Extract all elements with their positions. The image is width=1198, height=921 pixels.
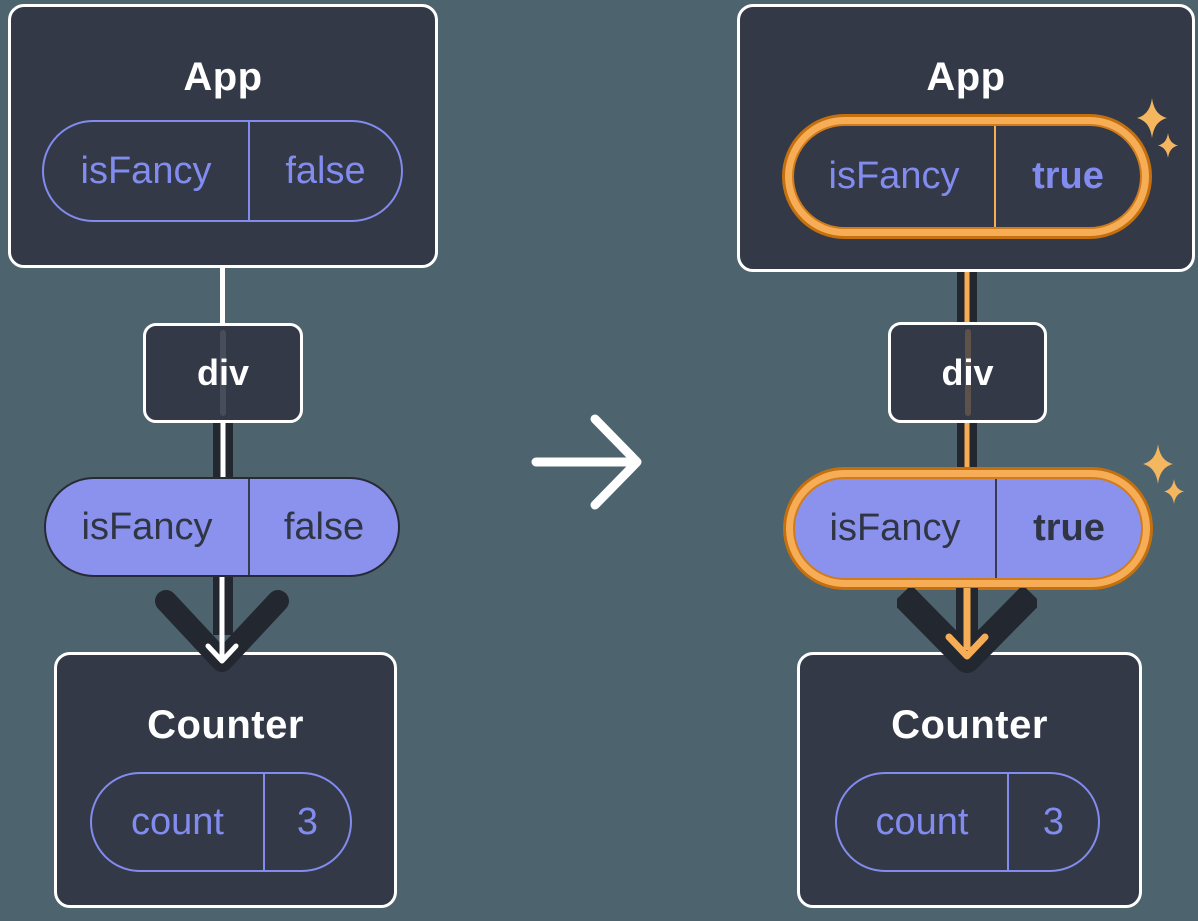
arrow-head-white bbox=[205, 643, 239, 664]
sparkle-small bbox=[1164, 479, 1184, 504]
app-to-div-connector-right bbox=[957, 270, 977, 323]
prop-flow-line bbox=[964, 270, 970, 323]
div-node-box-left: div bbox=[143, 323, 303, 423]
app-prop-pill-right: isFancy true bbox=[792, 124, 1142, 229]
prop-name: isFancy bbox=[828, 155, 960, 197]
component-title: App bbox=[183, 55, 263, 99]
component-title: App bbox=[926, 55, 1006, 99]
counter-state-pill-left: count 3 bbox=[90, 772, 352, 872]
prop-flow-line bbox=[964, 421, 970, 471]
prop-name: isFancy bbox=[80, 149, 212, 192]
prop-value: true bbox=[995, 479, 1141, 578]
state-value: 3 bbox=[263, 774, 350, 870]
prop-flow-line bbox=[220, 421, 226, 479]
passed-prop-pill-left: isFancy false bbox=[44, 477, 400, 577]
state-name: count bbox=[875, 800, 969, 843]
arrow-right-icon bbox=[531, 414, 642, 510]
state-name: count bbox=[131, 800, 224, 843]
node-label: div bbox=[196, 352, 249, 393]
transition-arrow-head bbox=[590, 414, 642, 510]
arrow-head-orange bbox=[945, 633, 989, 660]
component-title: Counter bbox=[891, 703, 1048, 747]
passed-prop-pill-right: isFancy true bbox=[793, 477, 1143, 580]
prop-name: isFancy bbox=[829, 507, 961, 549]
prop-value: false bbox=[248, 479, 398, 575]
counter-state-pill-right: count 3 bbox=[835, 772, 1100, 872]
state-value: 3 bbox=[1007, 774, 1098, 870]
pass-through-stripe bbox=[220, 330, 226, 416]
div-to-prop-connector-left bbox=[213, 421, 233, 479]
div-node-box-right: div bbox=[888, 322, 1047, 423]
arrow-chevron bbox=[897, 588, 1037, 673]
arrow-down-icon bbox=[155, 577, 289, 672]
highlighted-prop-ring: isFancy true bbox=[782, 114, 1152, 239]
prop-value: true bbox=[994, 126, 1140, 227]
app-prop-pill-left: isFancy false bbox=[42, 120, 403, 222]
component-title: Counter bbox=[147, 703, 304, 747]
div-to-prop-connector-right bbox=[957, 421, 977, 471]
arrow-down-icon bbox=[897, 588, 1037, 673]
highlighted-prop-ring: isFancy true bbox=[783, 467, 1153, 590]
app-to-div-connector-left bbox=[220, 266, 225, 325]
sparkle-large bbox=[1137, 98, 1167, 138]
node-label: div bbox=[941, 351, 994, 393]
sparkles-icon bbox=[1137, 98, 1178, 158]
pass-through-stripe bbox=[964, 329, 971, 416]
prop-value: false bbox=[248, 122, 401, 220]
prop-name: isFancy bbox=[81, 505, 213, 548]
sparkle-small bbox=[1158, 133, 1178, 158]
sparkle-large bbox=[1143, 444, 1173, 484]
sparkles-icon bbox=[1143, 444, 1184, 504]
